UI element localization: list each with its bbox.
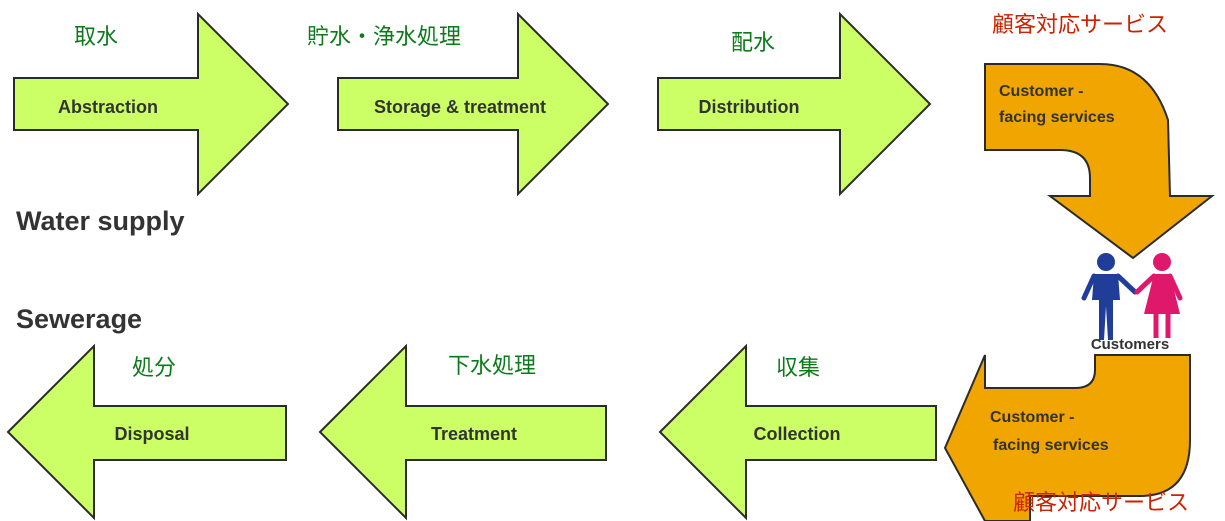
arrow-storage-treatment: Storage & treatment [337, 11, 610, 197]
service-arrow-bottom: Customer - facing services [943, 354, 1191, 521]
service-bottom-line2: facing services [993, 437, 1109, 454]
service-bottom-line1: Customer - [990, 409, 1074, 426]
collection-label: Collection [753, 424, 840, 444]
man-icon [1081, 253, 1138, 340]
disposal-label: Disposal [114, 424, 189, 444]
storage-treatment-label: Storage & treatment [374, 97, 546, 117]
disposal-jp-label: 処分 [132, 356, 177, 381]
service-top-line2: facing services [999, 109, 1115, 126]
abstraction-label: Abstraction [58, 97, 158, 117]
treatment-label: Treatment [431, 424, 517, 444]
arrow-distribution: Distribution [657, 11, 932, 197]
storage-treatment-jp-label: 貯水・浄水処理 [307, 25, 462, 50]
woman-icon [1134, 253, 1183, 338]
water-supply-heading: Water supply [16, 206, 185, 236]
service-arrow-top: Customer - facing services [984, 63, 1215, 260]
arrow-treatment: Treatment [318, 343, 607, 521]
customers-label: Customers [1091, 336, 1169, 353]
service-top-line1: Customer - [999, 83, 1083, 100]
treatment-jp-label: 下水処理 [448, 354, 537, 379]
sewerage-heading: Sewerage [16, 304, 143, 334]
arrow-abstraction: Abstraction [13, 11, 290, 197]
distribution-label: Distribution [699, 97, 800, 117]
abstraction-jp-label: 取水 [74, 25, 119, 50]
collection-jp-label: 収集 [776, 356, 821, 381]
arrow-disposal: Disposal [6, 343, 287, 521]
arrow-collection: Collection [658, 343, 937, 521]
service-bottom-jp-label: 顧客対応サービス [1013, 491, 1190, 516]
service-top-jp-label: 顧客対応サービス [992, 13, 1169, 38]
distribution-jp-label: 配水 [731, 31, 776, 56]
